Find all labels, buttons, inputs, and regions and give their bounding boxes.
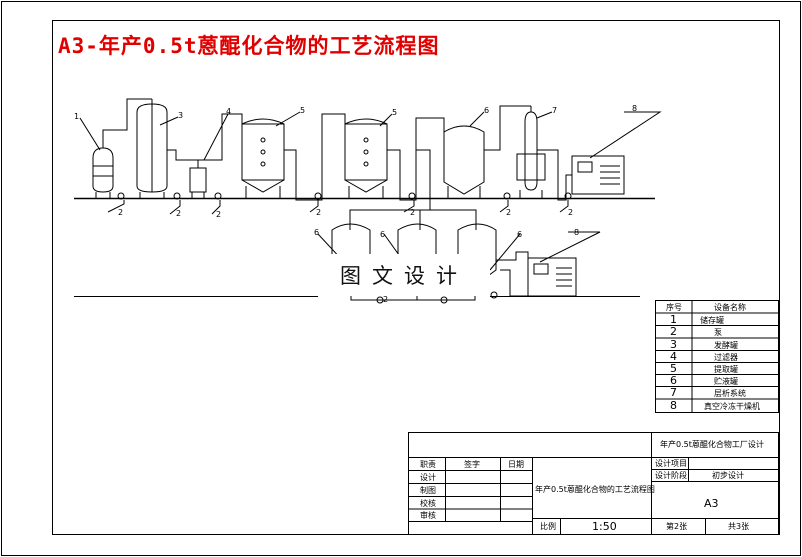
legend-no: 6 [670, 374, 677, 387]
legend-header-no: 序号 [666, 303, 682, 312]
tag-extraction-b: 5 [392, 108, 398, 117]
drawing-title: A3-年产0.5t蒽醌化合物的工艺流程图 [58, 34, 440, 58]
sheet-number: 第2张 [666, 522, 688, 531]
tag-pump-d: 2 [316, 208, 322, 217]
sheet-size: A3 [704, 497, 719, 510]
role-review: 审核 [420, 511, 436, 520]
tag-dryer-lower: 8 [574, 228, 580, 237]
title-block [408, 432, 779, 535]
legend-name: 提取罐 [714, 365, 738, 374]
freeze-dryer-8-upper [571, 155, 625, 195]
role-check: 校核 [420, 499, 436, 508]
legend-no: 5 [670, 362, 677, 375]
tag-liquid-lower-c: 6 [517, 230, 523, 239]
tag-extraction-a: 5 [300, 106, 306, 115]
column-sign: 签字 [464, 460, 480, 469]
liquid-tank-6-upper [443, 125, 485, 198]
legend-no: 2 [670, 325, 677, 338]
tag-pump-g: 2 [568, 208, 574, 217]
tag-fermenter: 3 [178, 111, 184, 120]
tag-pump-e: 2 [410, 208, 416, 217]
tag-storage-tank: 1 [74, 112, 80, 121]
design-stage-value: 初步设计 [712, 471, 744, 480]
fermenter-3 [136, 99, 168, 198]
column-date: 日期 [508, 460, 524, 469]
tag-pump-h: 2 [383, 295, 389, 304]
design-stage-label: 设计阶段 [655, 471, 687, 480]
extraction-tank-5a [241, 118, 285, 198]
tag-liquid-lower-b: 6 [380, 230, 386, 239]
legend-no: 1 [670, 313, 677, 326]
extraction-tank-5b [344, 118, 388, 198]
storage-tank-1 [92, 143, 114, 198]
pump-symbols [117, 192, 572, 304]
legend-name: 泵 [714, 328, 722, 337]
leader-lines [79, 111, 662, 271]
legend-name: 层析系统 [714, 389, 746, 398]
tag-pump-a: 2 [118, 208, 124, 217]
freeze-dryer-8-lower [527, 257, 577, 297]
chromatography-column-7 [516, 106, 546, 198]
tag-filter: 4 [226, 107, 232, 116]
role-design: 设计 [420, 473, 436, 482]
legend-name: 发酵罐 [714, 341, 738, 350]
legend-no: 7 [670, 386, 677, 399]
filter-4 [186, 159, 210, 198]
tag-dryer-upper: 8 [632, 104, 638, 113]
watermark: 图文设计 [318, 254, 490, 296]
role-drawing: 制图 [420, 486, 436, 495]
legend-header-name: 设备名称 [714, 303, 746, 312]
drawing-name: 年产0.5t蒽醌化合物的工艺流程图 [535, 485, 655, 494]
legend-no: 4 [670, 350, 677, 363]
tag-pump-b: 2 [176, 209, 182, 218]
tag-pump-c: 2 [216, 210, 222, 219]
tag-pump-f: 2 [506, 208, 512, 217]
tag-liquid-lower-a: 6 [314, 228, 320, 237]
legend-no: 8 [670, 399, 677, 412]
legend-no: 3 [670, 338, 677, 351]
project-name: 年产0.5t蒽醌化合物工厂设计 [660, 440, 764, 449]
tag-chromatography: 7 [552, 106, 558, 115]
scale-label: 比例 [540, 522, 556, 531]
scale-value: 1:50 [592, 520, 617, 533]
tag-liquid-upper: 6 [484, 106, 490, 115]
legend-name: 真空冷冻干燥机 [704, 402, 760, 411]
legend-name: 贮液罐 [714, 377, 738, 386]
process-piping [102, 98, 572, 301]
legend-name: 储存罐 [700, 316, 724, 325]
sheet-total: 共3张 [728, 522, 750, 531]
column-role: 职责 [420, 460, 436, 469]
legend-name: 过滤器 [714, 353, 738, 362]
legend-table [655, 300, 779, 413]
design-item-label: 设计项目 [655, 459, 687, 468]
